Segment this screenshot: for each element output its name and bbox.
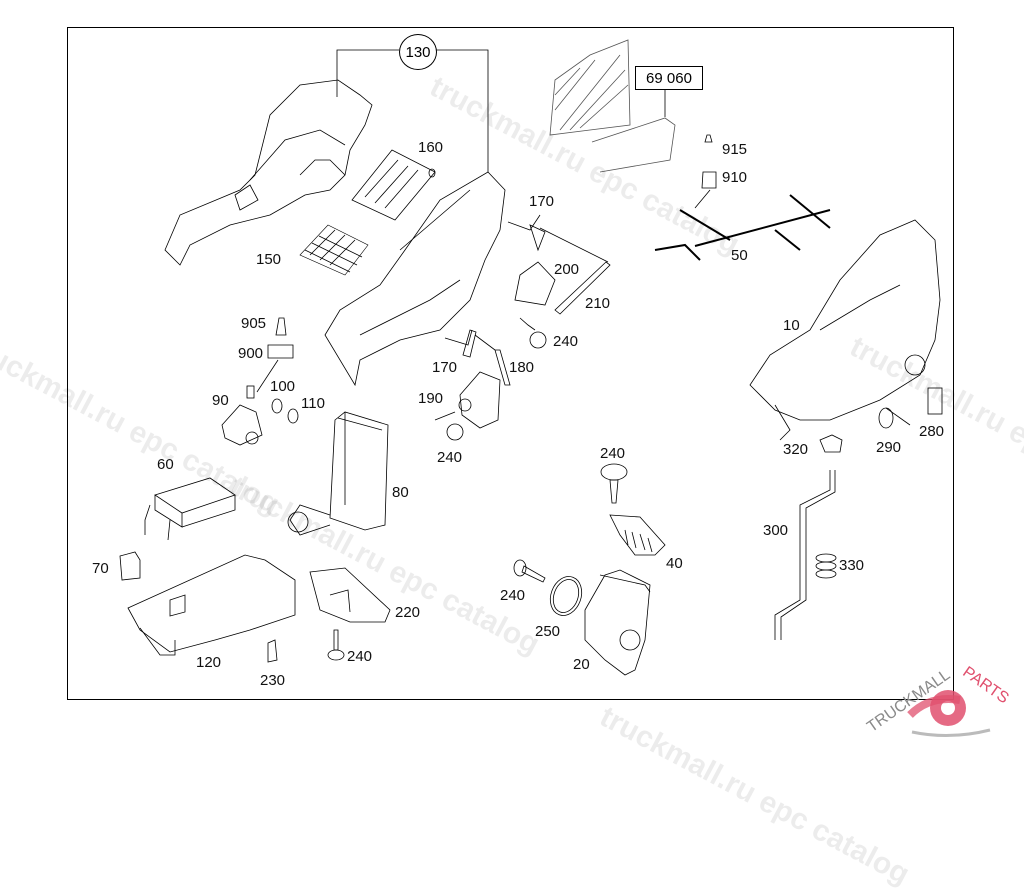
reference-callout-69060[interactable]: 69 060 [635,66,703,90]
part-label-120[interactable]: 120 [196,654,222,671]
part-label-250[interactable]: 250 [535,623,561,640]
duct-right-part [324,171,506,387]
assembly-callout-130[interactable]: 130 [399,34,437,70]
wiring-harness-50 [654,194,831,261]
part-label-240-a[interactable]: 240 [553,333,579,350]
part-label-320[interactable]: 320 [783,441,809,458]
part-label-200[interactable]: 200 [554,261,580,278]
part-label-170-top[interactable]: 170 [529,193,555,210]
o-rings [271,398,299,424]
part-label-905[interactable]: 905 [241,315,267,332]
truckmall-parts-logo: TRUCKMALL PARTS [860,660,1024,750]
part-label-210[interactable]: 210 [585,295,611,312]
part-label-300[interactable]: 300 [763,522,789,539]
part-label-150[interactable]: 150 [256,251,282,268]
part-label-290[interactable]: 290 [876,439,902,456]
lower-lever-link [444,329,511,386]
valve-assembly-90 [221,317,294,446]
bushing-290 [878,407,911,429]
lower-housing-120 [127,554,296,656]
servo-motor-190 [434,371,501,441]
part-label-230[interactable]: 230 [260,672,286,689]
part-label-110[interactable]: 110 [301,395,325,412]
part-label-190[interactable]: 190 [418,390,444,407]
filter-150 [299,224,369,276]
part-label-20[interactable]: 20 [573,656,590,673]
evaporator-80 [287,411,389,536]
cover-220 [309,567,391,623]
gear-icon [907,690,991,738]
grommet-330 [815,553,837,579]
part-label-910[interactable]: 910 [722,169,748,186]
part-label-280[interactable]: 280 [919,423,945,440]
part-label-160[interactable]: 160 [418,139,444,156]
duct-left-part [164,79,373,266]
blower-motor-20 [584,569,651,676]
part-label-180[interactable]: 180 [509,359,535,376]
screw-240-e [513,559,546,583]
actuator-200 [514,261,556,349]
part-label-90[interactable]: 90 [212,392,229,409]
flap-160 [351,149,436,221]
part-label-100[interactable]: 100 [270,378,296,395]
harness-connector-910 [694,134,717,209]
lever-rod-assembly [507,214,611,315]
part-label-240-d[interactable]: 240 [600,445,626,462]
part-label-240-e[interactable]: 240 [500,587,526,604]
part-label-220[interactable]: 220 [395,604,421,621]
gasket-280 [927,387,943,415]
clip-70 [119,551,141,581]
drain-hose-300 [774,470,836,640]
logo-text-parts: PARTS [960,664,1012,708]
part-label-50[interactable]: 50 [731,247,748,264]
part-label-900[interactable]: 900 [238,345,264,362]
parts-illustration [119,39,943,676]
part-label-240-c[interactable]: 240 [347,648,373,665]
screw-240-c [327,629,345,661]
callout-130-leader [336,49,489,172]
part-label-10[interactable]: 10 [783,317,800,334]
part-label-70[interactable]: 70 [92,560,109,577]
heater-box-10 [749,219,941,441]
seal-ring-250 [549,576,583,616]
part-label-40[interactable]: 40 [666,555,683,572]
heater-core-60 [144,477,236,541]
filter-frame-69060 [549,39,676,173]
part-label-915[interactable]: 915 [722,141,748,158]
grommet-320 [819,434,843,453]
resistor-40 [609,514,666,556]
clip-230 [267,639,278,663]
part-label-330[interactable]: 330 [839,557,865,574]
part-label-60[interactable]: 60 [157,456,174,473]
part-label-80[interactable]: 80 [392,484,409,501]
part-label-170-bottom[interactable]: 170 [432,359,458,376]
screw-240-d [600,463,628,504]
part-label-240-b[interactable]: 240 [437,449,463,466]
